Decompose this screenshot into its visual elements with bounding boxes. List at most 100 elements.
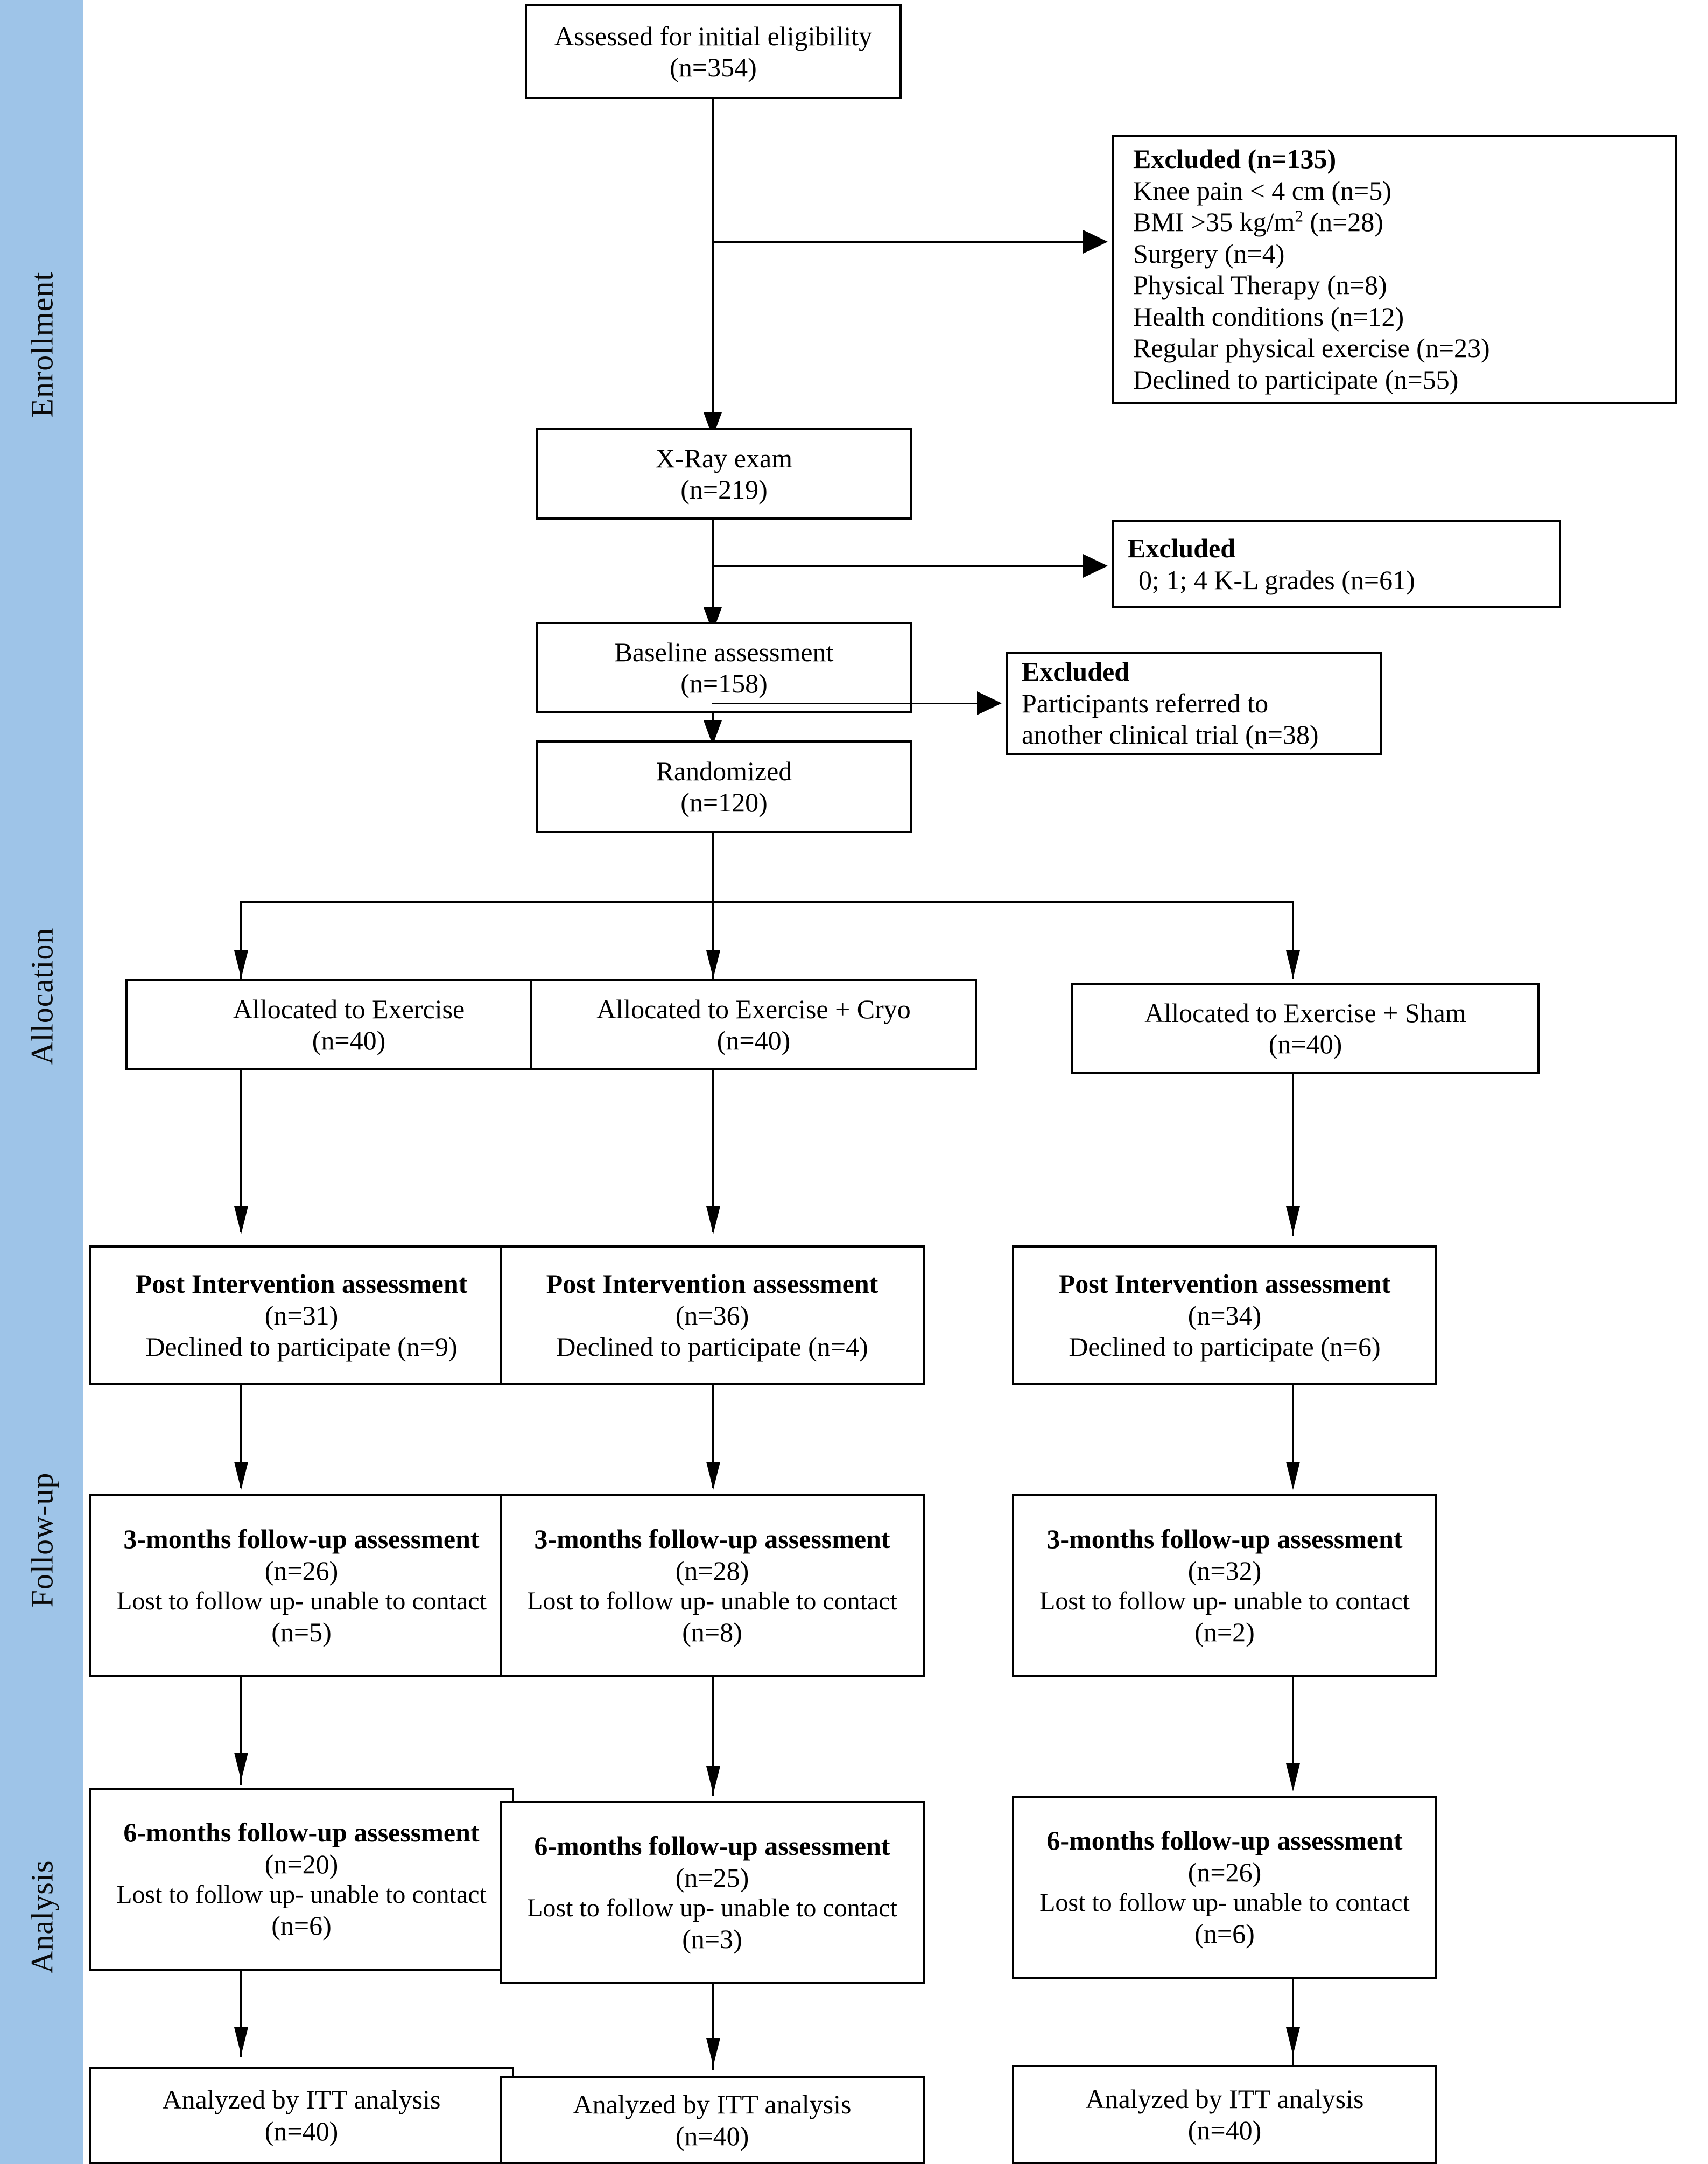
post-cryo-line-1: Post Intervention assessment <box>546 1269 878 1299</box>
phase-band-enrollment: Enrollment <box>0 0 83 862</box>
m6-cryo-line-3: Lost to follow up- unable to contact <box>527 1894 897 1923</box>
node-post-exercise-cryo: Post Intervention assessment (n=36) Decl… <box>500 1245 925 1385</box>
arrowhead-post-to-m3-arm-3 <box>1286 1462 1300 1490</box>
analysis-cryo-line-1: Analyzed by ITT analysis <box>573 2089 852 2119</box>
arrowhead-assessed-to-excluded1 <box>1083 230 1108 254</box>
connector-assessed-to-xray <box>712 99 714 422</box>
connector-m6-to-analysis-arm-3 <box>1292 1979 1294 2065</box>
node-baseline-line-2: (n=158) <box>680 668 768 698</box>
arrowhead-drop-arm-2 <box>706 950 720 978</box>
post-exercise-line-2: (n=31) <box>264 1300 339 1330</box>
excluded-135-reason-6: Regular physical exercise (n=23) <box>1133 333 1490 363</box>
analysis-cryo-line-2: (n=40) <box>675 2120 749 2151</box>
connector-baseline-to-excluded3 <box>712 703 981 704</box>
m3-cryo-line-2: (n=28) <box>675 1555 749 1586</box>
post-exercise-line-1: Post Intervention assessment <box>135 1269 468 1299</box>
m6-cryo-line-2: (n=25) <box>675 1862 749 1893</box>
node-m3-exercise-sham: 3-months follow-up assessment (n=32) Los… <box>1012 1494 1437 1677</box>
node-m3-exercise: 3-months follow-up assessment (n=26) Los… <box>89 1494 514 1677</box>
connector-m3-to-m6-arm-1 <box>240 1677 242 1785</box>
m3-sham-line-4: (n=2) <box>1194 1617 1255 1648</box>
analysis-sham-line-1: Analyzed by ITT analysis <box>1085 2083 1364 2114</box>
excluded-135-reason-4: Physical Therapy (n=8) <box>1133 270 1387 300</box>
arrowhead-m6-to-analysis-arm-1 <box>234 2027 248 2055</box>
phase-label-enrollment: Enrollment <box>24 271 59 418</box>
analysis-sham-line-2: (n=40) <box>1187 2115 1262 2145</box>
m3-cryo-line-1: 3-months follow-up assessment <box>534 1524 890 1554</box>
post-sham-line-1: Post Intervention assessment <box>1058 1269 1391 1299</box>
node-post-exercise: Post Intervention assessment (n=31) Decl… <box>89 1245 514 1385</box>
arrowhead-m6-to-analysis-arm-3 <box>1286 2027 1300 2055</box>
excluded-135-title: Excluded (n=135) <box>1133 144 1337 174</box>
node-allocation-exercise: Allocated to Exercise (n=40) <box>125 979 572 1070</box>
m3-exercise-line-2: (n=26) <box>264 1555 339 1586</box>
node-excluded-referred: Excluded Participants referred to anothe… <box>1006 652 1382 755</box>
m3-sham-line-3: Lost to follow up- unable to contact <box>1039 1587 1410 1616</box>
arrowhead-drop-arm-3 <box>1286 950 1300 978</box>
m6-sham-line-3: Lost to follow up- unable to contact <box>1039 1888 1410 1917</box>
phase-label-analysis: Analysis <box>24 1860 59 1974</box>
excluded-135-reason-5: Health conditions (n=12) <box>1133 301 1404 332</box>
allocation-sham-line-1: Allocated to Exercise + Sham <box>1144 997 1466 1028</box>
connector-m6-to-analysis-arm-1 <box>240 1971 242 2057</box>
connector-alloc-to-post-arm-3 <box>1292 1074 1294 1236</box>
node-m6-exercise-sham: 6-months follow-up assessment (n=26) Los… <box>1012 1796 1437 1979</box>
analysis-exercise-line-2: (n=40) <box>264 2116 339 2146</box>
m6-cryo-line-1: 6-months follow-up assessment <box>534 1831 890 1861</box>
connector-assessed-to-excluded1 <box>712 241 1089 243</box>
node-randomized: Randomized (n=120) <box>536 740 912 833</box>
excluded-135-reason-7: Declined to participate (n=55) <box>1133 364 1459 395</box>
arrowhead-m3-to-m6-arm-3 <box>1286 1763 1300 1791</box>
post-exercise-line-3: Declined to participate (n=9) <box>145 1332 458 1362</box>
node-excluded-kl-grades: Excluded 0; 1; 4 K-L grades (n=61) <box>1112 520 1561 608</box>
allocation-sham-line-2: (n=40) <box>1268 1029 1342 1059</box>
node-baseline-line-1: Baseline assessment <box>614 636 834 667</box>
connector-m6-to-analysis-arm-2 <box>712 1984 714 2070</box>
node-randomized-line-1: Randomized <box>656 755 792 786</box>
excluded-135-reason-3: Surgery (n=4) <box>1133 238 1285 269</box>
allocation-exercise-line-2: (n=40) <box>312 1025 386 1055</box>
allocation-cryo-line-2: (n=40) <box>716 1025 791 1055</box>
node-assessed-eligibility: Assessed for initial eligibility (n=354) <box>525 4 902 99</box>
m3-exercise-line-3: Lost to follow up- unable to contact <box>116 1587 487 1616</box>
connector-allocation-bus <box>240 901 1293 903</box>
arrowhead-alloc-to-post-arm-3 <box>1286 1206 1300 1234</box>
node-assessed-line-2: (n=354) <box>670 52 757 82</box>
arrowhead-post-to-m3-arm-1 <box>234 1462 248 1490</box>
phase-band-allocation: Allocation <box>0 862 83 1131</box>
arrowhead-m3-to-m6-arm-1 <box>234 1753 248 1781</box>
phase-label-followup: Follow-up <box>24 1472 59 1608</box>
arrowhead-post-to-m3-arm-2 <box>706 1462 720 1490</box>
connector-drop-arm-1 <box>240 901 242 979</box>
analysis-exercise-line-1: Analyzed by ITT analysis <box>162 2084 441 2114</box>
connector-xray-to-baseline <box>712 520 714 617</box>
m6-sham-line-1: 6-months follow-up assessment <box>1046 1825 1403 1856</box>
node-m3-exercise-cryo: 3-months follow-up assessment (n=28) Los… <box>500 1494 925 1677</box>
arrowhead-xray-to-excluded2 <box>1083 554 1108 578</box>
arrowhead-alloc-to-post-arm-1 <box>234 1206 248 1234</box>
arrowhead-alloc-to-post-arm-2 <box>706 1206 720 1234</box>
connector-drop-arm-2 <box>712 901 714 979</box>
connector-m3-to-m6-arm-3 <box>1292 1677 1294 1785</box>
connector-m3-to-m6-arm-2 <box>712 1677 714 1796</box>
m3-sham-line-2: (n=32) <box>1187 1555 1262 1586</box>
connector-randomized-stem <box>712 833 714 903</box>
post-cryo-line-3: Declined to participate (n=4) <box>556 1332 868 1362</box>
connector-post-to-m3-arm-1 <box>240 1385 242 1488</box>
phase-band-followup: Follow-up <box>0 1131 83 1847</box>
allocation-exercise-line-1: Allocated to Exercise <box>233 993 465 1024</box>
node-xray-exam: X-Ray exam (n=219) <box>536 428 912 520</box>
arrowhead-m6-to-analysis-arm-2 <box>706 2038 720 2066</box>
connector-xray-to-excluded2 <box>712 565 1089 567</box>
node-post-exercise-sham: Post Intervention assessment (n=34) Decl… <box>1012 1245 1437 1385</box>
node-m6-exercise-cryo: 6-months follow-up assessment (n=25) Los… <box>500 1801 925 1984</box>
node-assessed-line-1: Assessed for initial eligibility <box>554 20 873 51</box>
connector-alloc-to-post-arm-2 <box>712 1070 714 1232</box>
post-cryo-line-2: (n=36) <box>675 1300 749 1330</box>
m3-sham-line-1: 3-months follow-up assessment <box>1046 1524 1403 1554</box>
node-allocation-exercise-cryo: Allocated to Exercise + Cryo (n=40) <box>530 979 977 1070</box>
node-baseline-assessment: Baseline assessment (n=158) <box>536 622 912 713</box>
m3-exercise-line-4: (n=5) <box>271 1617 332 1648</box>
node-randomized-line-2: (n=120) <box>680 787 768 817</box>
